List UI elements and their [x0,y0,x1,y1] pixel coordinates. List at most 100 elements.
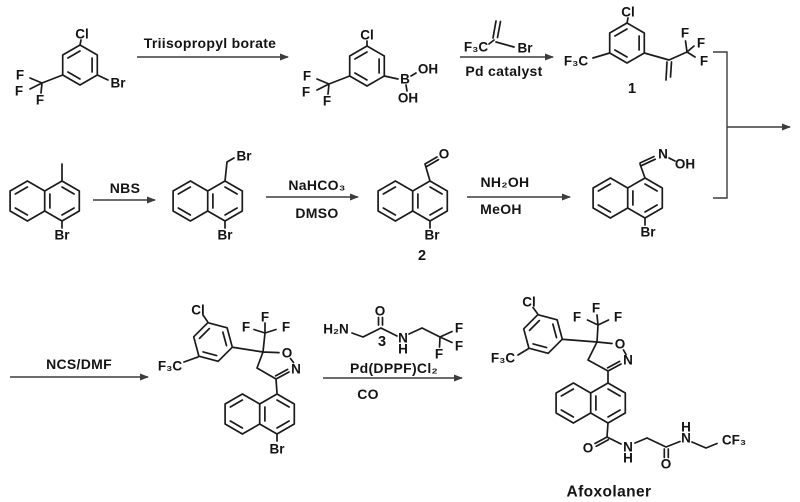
compound-methylnaphthalene: Br [9,163,81,243]
f-label: F [323,94,331,109]
br-label: Br [269,442,285,457]
f-label: F [16,68,24,83]
step5-solvent-label: MeOH [480,201,522,217]
br-label: Br [640,225,656,240]
f3c-label: F₃C [564,54,588,69]
br-label: Br [217,228,233,243]
n-label: N [623,440,633,455]
o-label: O [282,346,293,361]
benzene-ring [520,309,566,359]
h-label: H [398,342,408,357]
bonds [592,17,696,81]
h2n-label: H₂N [323,322,349,337]
oh-label: OH [675,157,695,172]
f-label: F [303,69,311,84]
joining-bracket [713,51,728,199]
naphthalene-ring [9,180,81,222]
f-label: F [36,93,44,108]
br-label: Br [54,228,70,243]
bonds [517,306,718,459]
compound-bromomethylnaphthalene: Br Br [172,149,252,243]
compound-isoxazoline-bromide: Cl F₃C O N F F F Br [158,303,301,457]
compound-1: Cl F₃C F F F 1 [564,5,708,98]
compound-3-number: 3 [378,334,386,350]
step1-reagent-label: Triisopropyl borate [144,35,277,51]
step4-reagent-label: NaHCO₃ [288,177,345,193]
cf3-label: CF₃ [722,433,746,448]
oh-label: OH [418,62,438,77]
o-label: O [439,147,450,162]
compound-1-number: 1 [628,81,636,97]
o-label: O [375,304,386,319]
aryl-ring [190,317,236,367]
cl-label: Cl [522,295,536,310]
br-label: Br [110,76,126,91]
cl-label: Cl [191,303,205,318]
f-label: F [573,310,581,325]
cl-label: Cl [75,27,89,42]
bonds [316,40,417,95]
br-label: Br [517,41,533,56]
f-label: F [614,310,622,325]
f3c-label: F₃C [464,40,488,55]
o-label: O [661,457,672,472]
n-label: N [291,362,301,377]
f-label: F [700,54,708,69]
f-label: F [282,320,290,335]
f-label: F [455,339,463,354]
compound-2-number: 2 [418,248,426,264]
f-label: F [592,301,600,316]
compound-boronic-acid: Cl B OH OH F F F [302,28,438,109]
step7-catalyst-label: Pd(DPPF)Cl₂ [350,360,438,376]
naphthalene-ring [377,180,449,222]
compound-arylbromide: Cl Br F F F [15,27,126,108]
bonds [224,157,235,229]
n-label: N [681,431,691,446]
naphthalene-ring [555,382,627,424]
f3c-label: F₃C [158,359,182,374]
step3-reagent-label: NBS [110,180,140,196]
compound-2: O Br 2 [377,147,450,264]
compound-oxime: N OH Br [592,147,695,240]
bonds [29,39,109,94]
f3c-label: F₃C [491,351,515,366]
bonds [183,314,295,442]
cl-label: Cl [621,5,635,20]
f-label: F [681,26,689,41]
bonds [351,316,453,348]
benzene-ring [348,45,386,87]
f-label: F [455,321,463,336]
benzene-ring [190,317,236,367]
naphthalene-ring [592,177,664,219]
naphthalene-ring [224,393,296,435]
f-label: F [697,36,705,51]
bonds [488,20,515,48]
f-label: F [261,310,269,325]
br-label: Br [236,149,252,164]
b-label: B [400,72,410,87]
product-name: Afoxolaner [567,484,652,501]
step7-gas-label: CO [357,386,379,402]
step6-reagent-label: NCS/DMF [46,356,112,372]
bonds [424,156,440,229]
naphthyl-ring [224,393,296,435]
f-label: F [435,347,443,362]
f-label: F [242,320,250,335]
o-label: O [615,337,626,352]
cl-label: Cl [360,28,374,43]
step2-condition-label: Pd catalyst [465,63,542,79]
step4-solvent-label: DMSO [295,205,338,221]
n-label: N [658,147,668,162]
n-label: N [398,331,408,346]
naphthyl-ring [555,382,627,424]
f-label: F [15,84,23,99]
n-label: N [623,353,633,368]
o-label: O [583,441,594,456]
aryl-ring [520,309,566,359]
oh-label: OH [398,91,418,106]
br-label: Br [424,228,440,243]
benzene-ring [608,22,646,64]
compound-afoxolaner: Cl F₃C O N F F F O N H O N H CF₃ Afoxola… [491,295,746,501]
reagent-trifluoropropene: F₃C Br [464,20,533,56]
